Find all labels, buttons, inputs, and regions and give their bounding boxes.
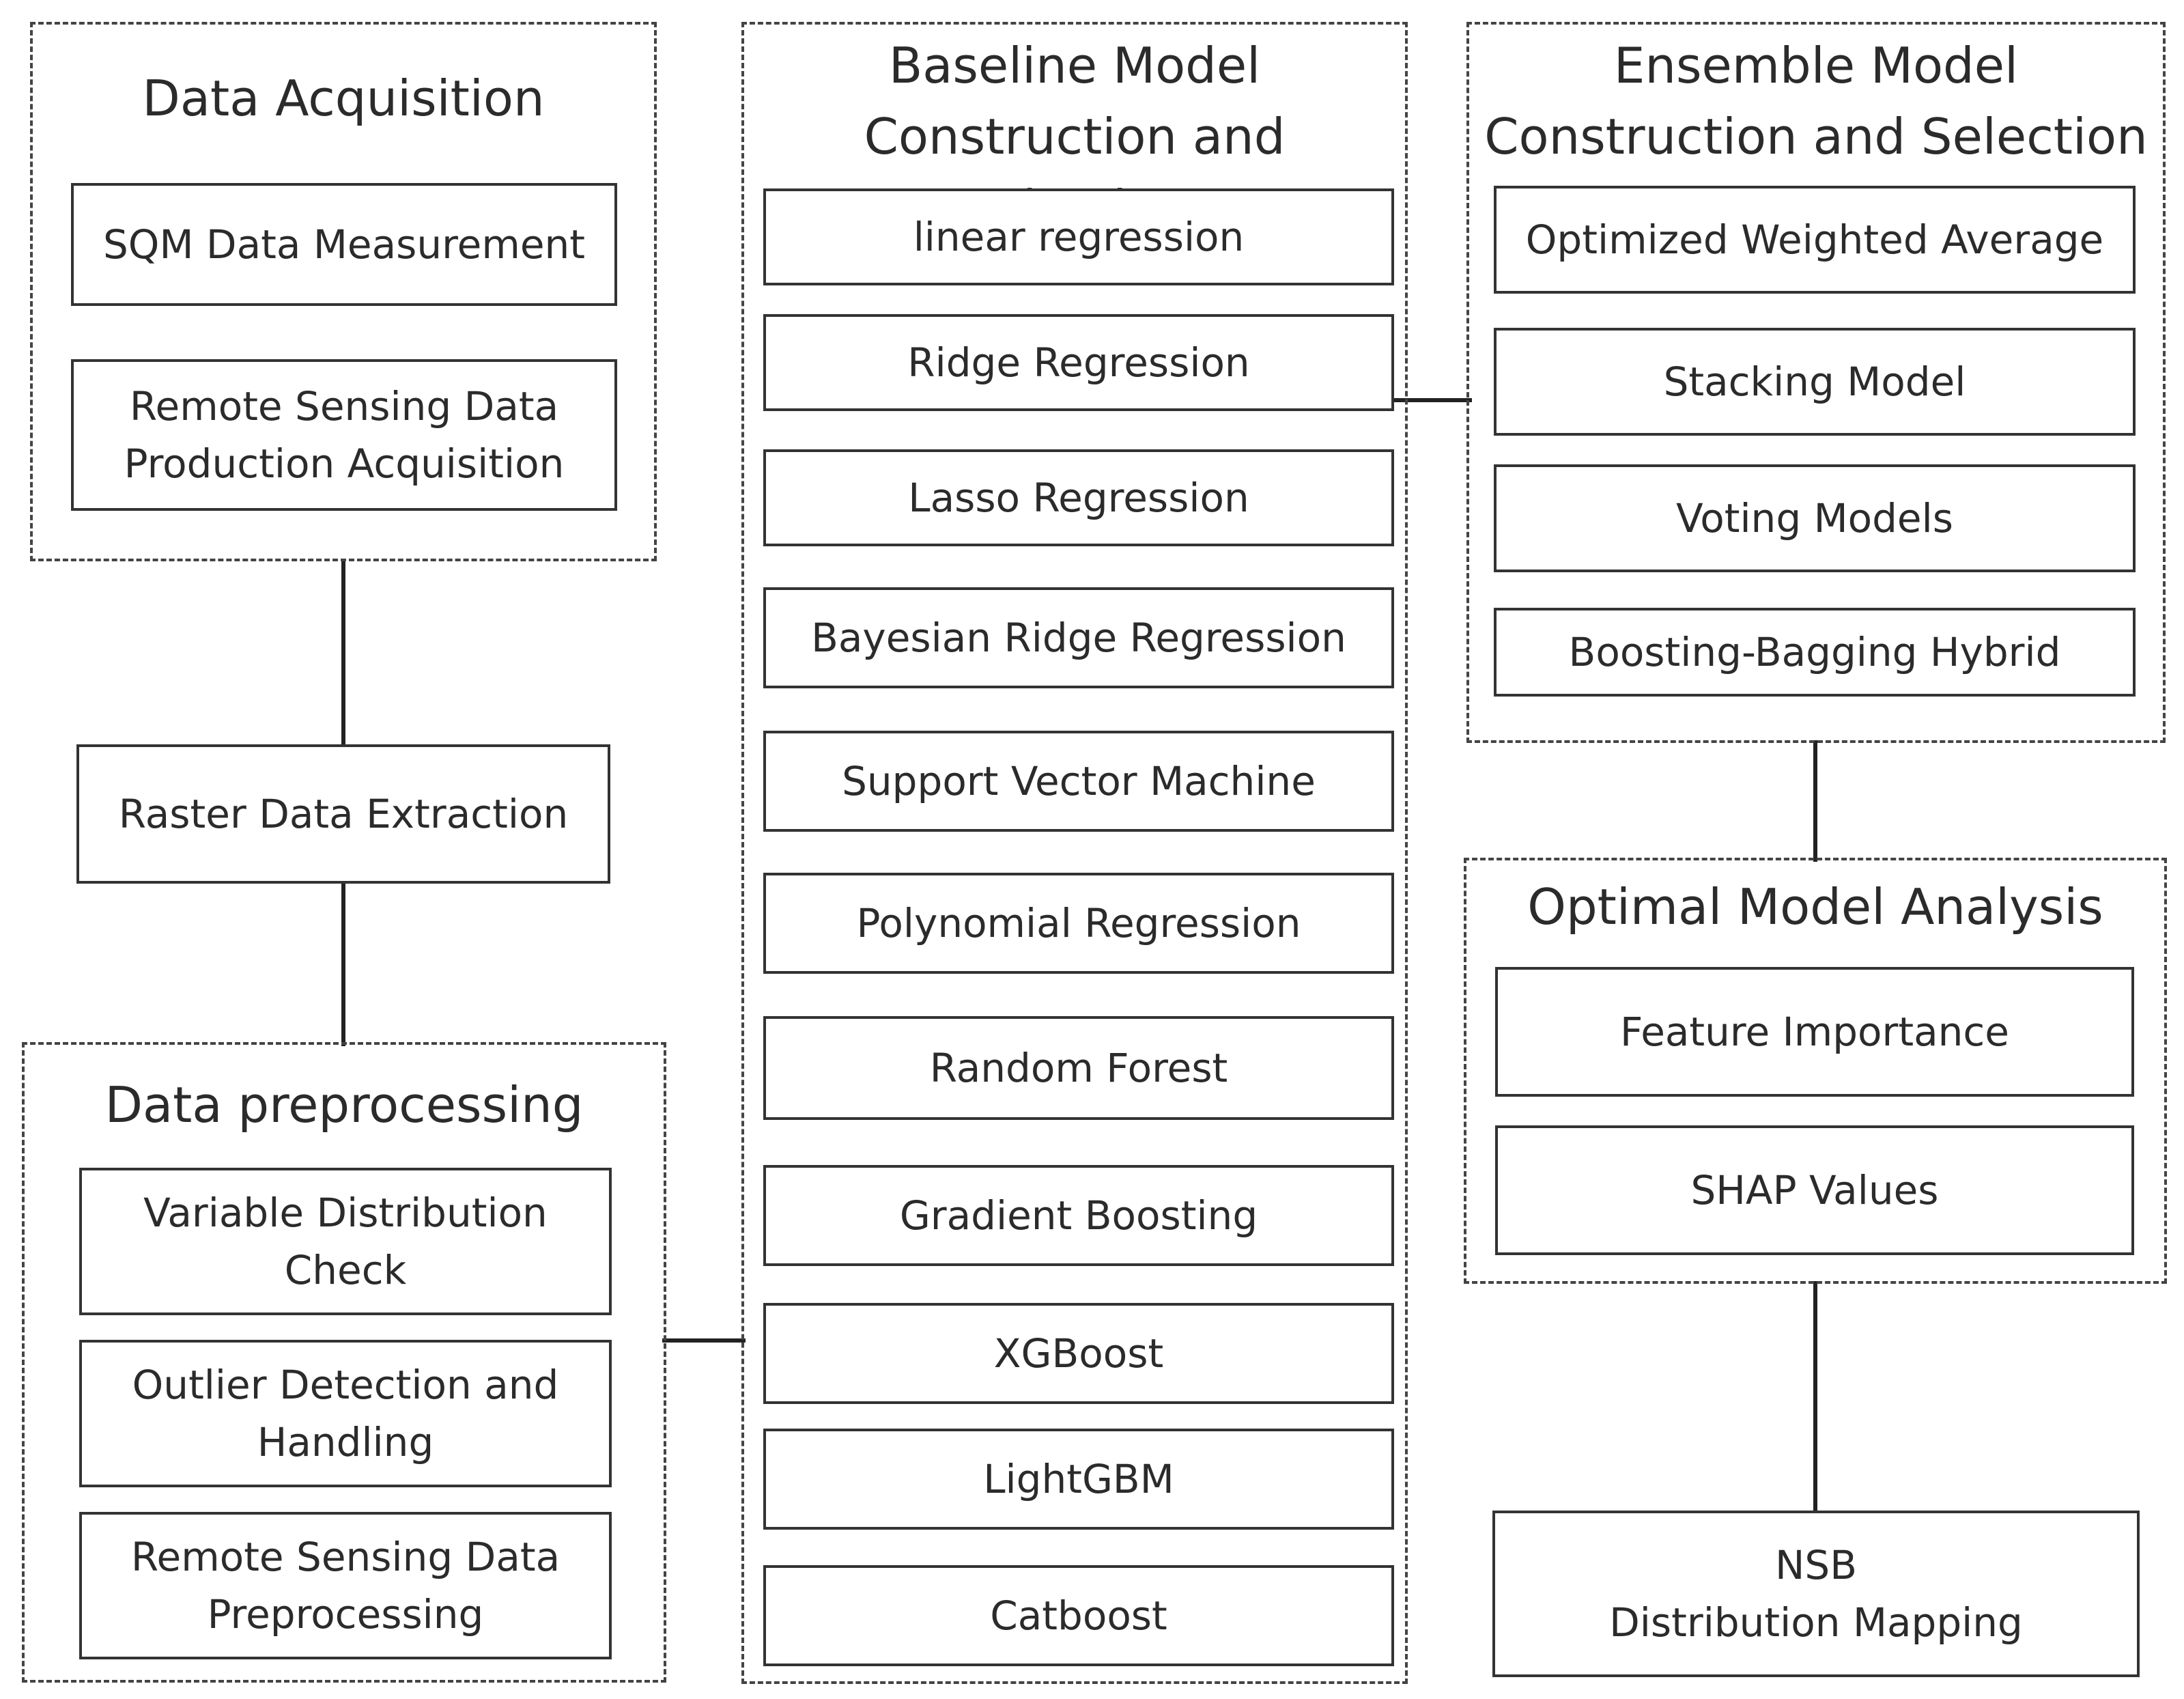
baseline-item-xgboost: XGBoost xyxy=(763,1303,1394,1404)
optimal-item-feature-importance: Feature Importance xyxy=(1495,967,2134,1097)
connector-optimal-to-nsb xyxy=(1813,1281,1817,1513)
ensemble-item-boosting-bagging-hybrid: Boosting-Bagging Hybrid xyxy=(1494,608,2136,697)
ensemble-item-stacking-model: Stacking Model xyxy=(1494,328,2136,436)
nsb-distribution-mapping-box: NSB Distribution Mapping xyxy=(1492,1511,2140,1677)
baseline-item-ridge-regression: Ridge Regression xyxy=(763,314,1394,411)
optimal-item-shap-values: SHAP Values xyxy=(1495,1125,2134,1255)
baseline-item-random-forest: Random Forest xyxy=(763,1016,1394,1120)
variable-distribution-check-box: Variable Distribution Check xyxy=(79,1168,612,1315)
baseline-item-gradient-boosting: Gradient Boosting xyxy=(763,1165,1394,1266)
ensemble-model-title: Ensemble Model Construction and Selectio… xyxy=(1484,37,2148,166)
data-acquisition-title: Data Acquisition xyxy=(142,70,545,127)
raster-data-extraction-box: Raster Data Extraction xyxy=(76,744,610,884)
baseline-item-catboost: Catboost xyxy=(763,1565,1394,1666)
optimal-model-title: Optimal Model Analysis xyxy=(1527,878,2103,936)
remote-sensing-acquisition-box: Remote Sensing Data Production Acquisiti… xyxy=(71,359,617,511)
remote-sensing-preprocessing-box: Remote Sensing Data Preprocessing xyxy=(79,1512,612,1659)
ensemble-item-voting-models: Voting Models xyxy=(1494,464,2136,572)
baseline-item-lightgbm: LightGBM xyxy=(763,1429,1394,1530)
data-acquisition-group: Data Acquisition xyxy=(30,22,657,561)
baseline-item-lasso-regression: Lasso Regression xyxy=(763,449,1394,546)
baseline-item-bayesian-ridge-regression: Bayesian Ridge Regression xyxy=(763,587,1394,688)
outlier-detection-box: Outlier Detection and Handling xyxy=(79,1340,612,1487)
sqm-data-measurement-box: SQM Data Measurement xyxy=(71,183,617,306)
connector-raster-to-preprocessing xyxy=(341,881,345,1046)
baseline-item-linear-regression: linear regression xyxy=(763,188,1394,285)
data-preprocessing-title: Data preprocessing xyxy=(104,1076,584,1134)
connector-preprocessing-to-baseline xyxy=(662,1338,746,1343)
ensemble-model-group: Ensemble Model Construction and Selectio… xyxy=(1466,22,2166,743)
connector-acquisition-to-raster xyxy=(341,559,345,747)
data-preprocessing-group: Data preprocessing xyxy=(22,1042,666,1683)
baseline-item-polynomial-regression: Polynomial Regression xyxy=(763,873,1394,974)
ensemble-item-optimized-weighted-average: Optimized Weighted Average xyxy=(1494,186,2136,294)
connector-ensemble-to-optimal xyxy=(1813,740,1817,862)
baseline-item-support-vector-machine: Support Vector Machine xyxy=(763,731,1394,832)
optimal-model-group: Optimal Model Analysis xyxy=(1464,858,2167,1284)
connector-baseline-to-ensemble xyxy=(1393,398,1472,402)
